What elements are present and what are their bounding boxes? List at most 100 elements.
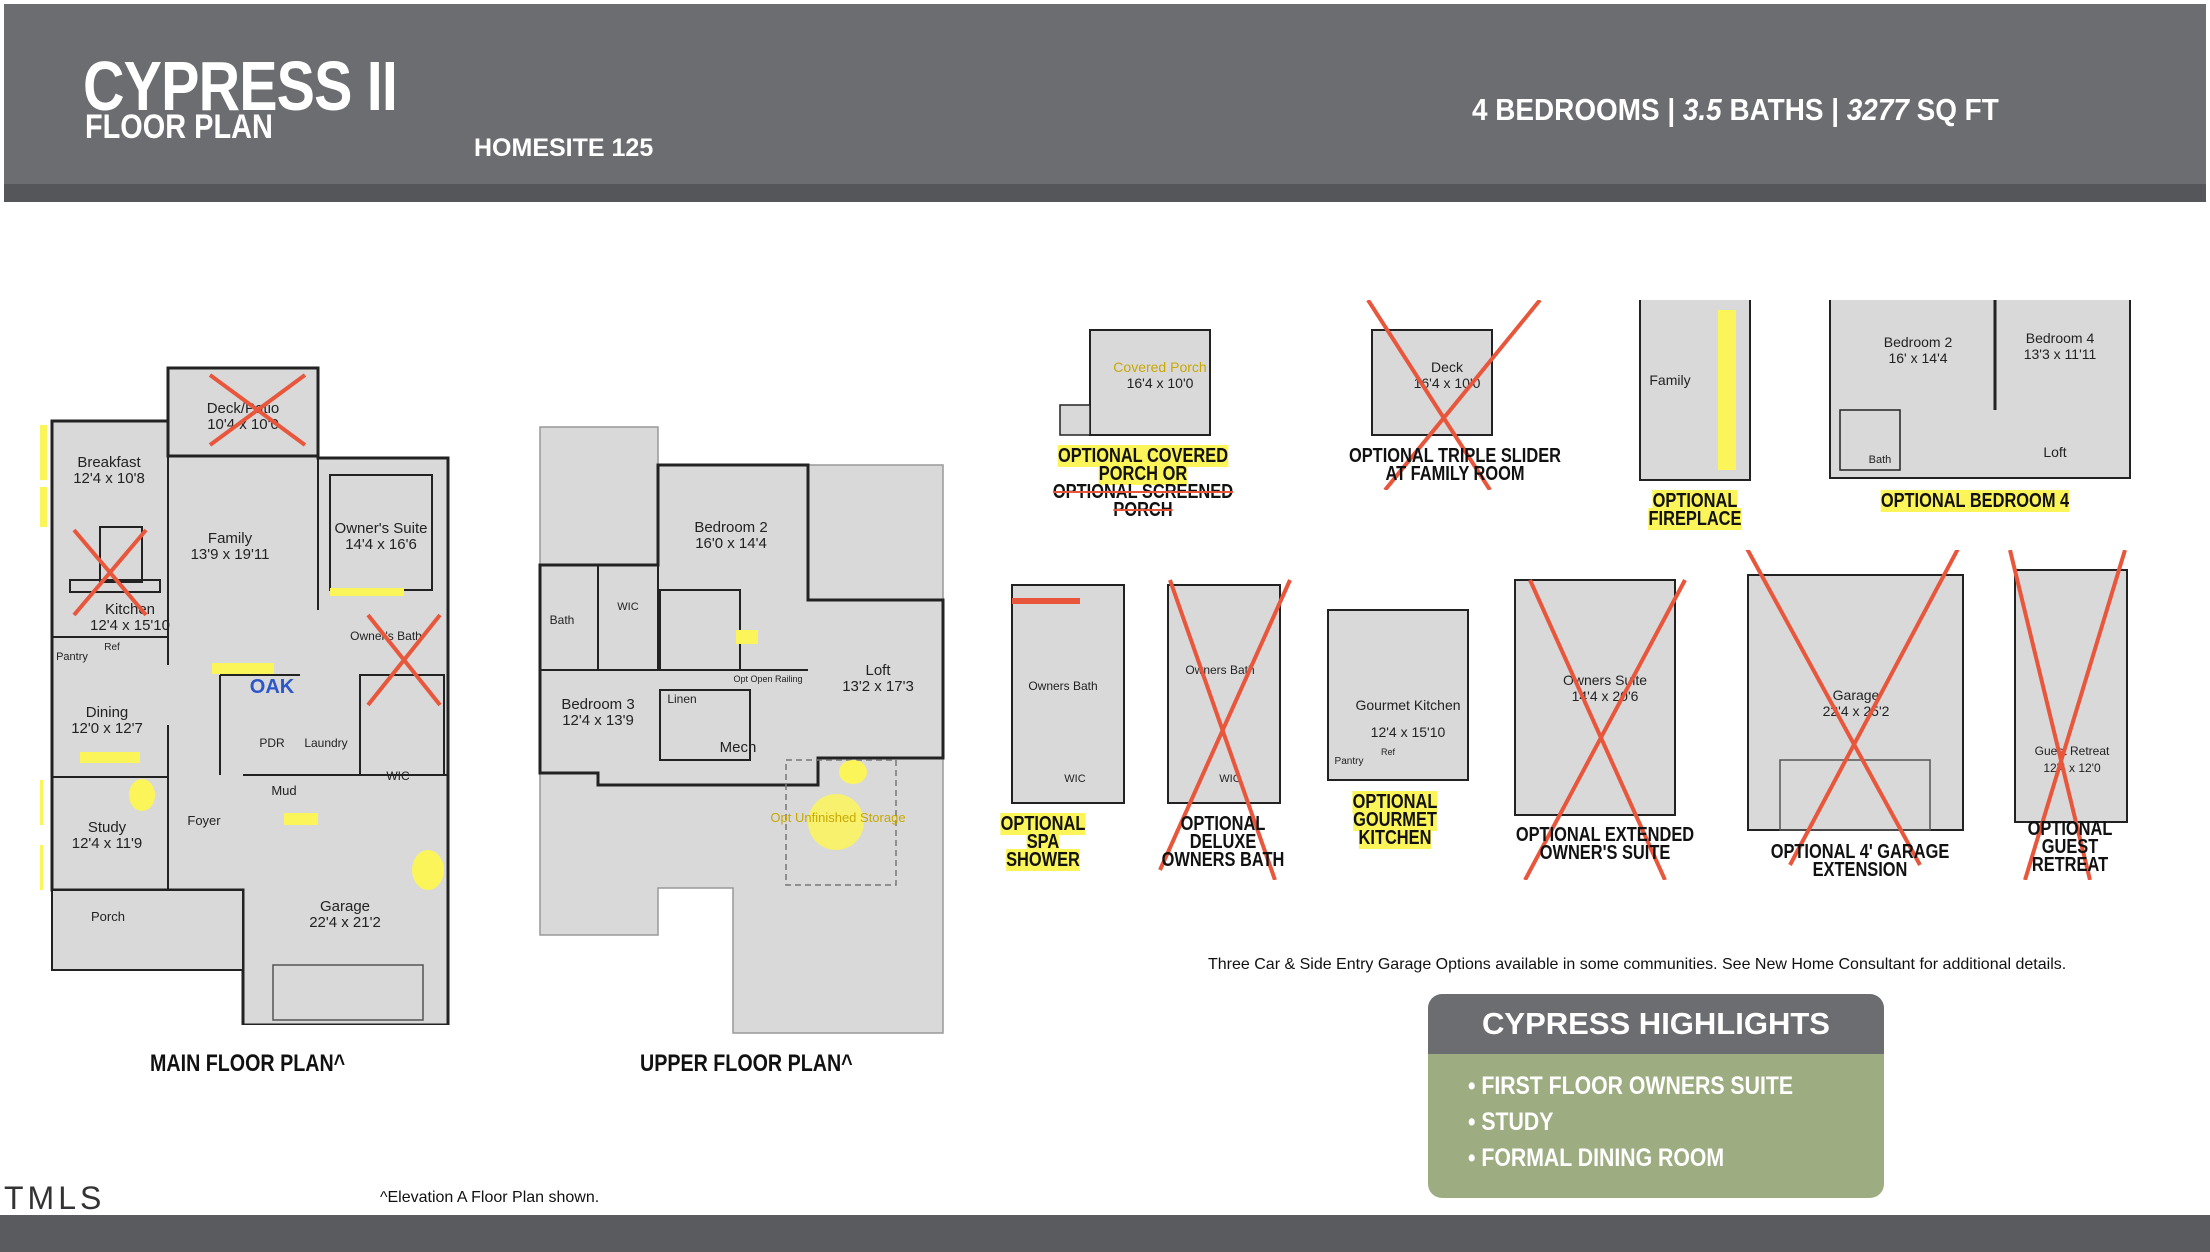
room-bedroom2-dim: 16'0 x 14'4	[695, 535, 767, 552]
room-bath: Bath	[550, 613, 575, 627]
garage-options-note: Three Car & Side Entry Garage Options av…	[1208, 956, 2067, 973]
tmls-watermark: TMLS	[4, 1180, 106, 1216]
guest-retreat-line1: OPTIONAL	[2027, 818, 2113, 840]
option-bedroom4-bath: Bath	[1869, 454, 1892, 466]
room-dining: Dining	[86, 704, 129, 721]
room-family-dim: 13'9 x 19'11	[191, 546, 270, 563]
main-floor-plan: Deck/Patio 10'4 x 10'0 Breakfast 12'4 x …	[40, 366, 450, 1025]
gourmet-kitchen-line1: OPTIONAL	[1352, 791, 1438, 813]
options-row-1: Covered Porch 16'4 x 10'0 Deck 16'4 x 10…	[1059, 300, 2131, 490]
room-pdr: PDR	[259, 736, 285, 750]
specs-bedrooms: 4 BEDROOMS |	[1472, 92, 1683, 127]
footer-band	[0, 1215, 2210, 1252]
highlight-item: • FORMAL DINING ROOM	[1468, 1144, 1725, 1172]
room-study-dim: 12'4 x 11'9	[72, 835, 143, 852]
extended-suite-line2: OWNER'S SUITE	[1539, 842, 1671, 864]
main-floor-plan-label: MAIN FLOOR PLAN^	[150, 1050, 346, 1077]
garage-extension-line1: OPTIONAL 4' GARAGE	[1770, 841, 1950, 863]
specs-baths-label: BATHS |	[1721, 92, 1847, 127]
highlights-list: • FIRST FLOOR OWNERS SUITE • STUDY • FOR…	[1428, 1054, 1884, 1198]
gourmet-kitchen-room: Gourmet Kitchen	[1355, 697, 1460, 713]
highlight-item: • FIRST FLOOR OWNERS SUITE	[1468, 1072, 1794, 1100]
homesite-label: HOMESITE 125	[474, 134, 654, 162]
deluxe-bath-line1: OPTIONAL	[1180, 813, 1266, 835]
header-band	[4, 184, 2206, 202]
guest-retreat-line2: GUEST RETREAT	[2031, 836, 2109, 876]
room-owners-suite: Owner's Suite	[335, 520, 428, 537]
page-subtitle: FLOOR PLAN	[85, 108, 273, 146]
guest-retreat-room: Guest Retreat	[2035, 744, 2110, 758]
spa-shower-wic: WIC	[1064, 773, 1085, 785]
specs-baths: 3.5	[1682, 92, 1722, 127]
room-kitchen: Kitchen	[105, 601, 155, 618]
opt-open-railing: Opt Open Railing	[733, 674, 802, 684]
upper-floor-plan: Bedroom 2 16'0 x 14'4 Bath WIC Bedroom 3…	[538, 426, 945, 1034]
guest-retreat-dim: 12'4 x 12'0	[2043, 761, 2101, 775]
room-bedroom3-dim: 12'4 x 13'9	[562, 712, 634, 729]
gourmet-kitchen-dim: 12'4 x 15'10	[1371, 724, 1446, 740]
bedroom4-line1: OPTIONAL BEDROOM 4	[1880, 490, 2070, 512]
room-dining-dim: 12'0 x 12'7	[71, 720, 143, 737]
elevation-note: ^Elevation A Floor Plan shown.	[380, 1189, 600, 1206]
highlight-item: • STUDY	[1468, 1108, 1554, 1136]
highlight-item-text: STUDY	[1481, 1108, 1554, 1136]
room-loft-dim: 13'2 x 17'3	[842, 678, 914, 695]
room-bedroom3: Bedroom 3	[561, 696, 634, 713]
options-row-2: Owners Bath WIC Owners Bath WIC Gourmet …	[1011, 550, 2128, 880]
room-mech: Mech	[720, 739, 757, 756]
triple-slider-line1: OPTIONAL TRIPLE SLIDER	[1348, 445, 1561, 467]
upper-floor-plan-label: UPPER FLOOR PLAN^	[640, 1050, 853, 1077]
option-bedroom4-label: OPTIONAL BEDROOM 4	[1873, 490, 2078, 512]
highlight-item-text: FIRST FLOOR OWNERS SUITE	[1481, 1072, 1794, 1100]
spa-shower-room: Owners Bath	[1028, 679, 1097, 693]
option-bedroom4-room: Bedroom 4	[2026, 330, 2095, 346]
room-mud: Mud	[271, 783, 296, 798]
highlight-item-text: FORMAL DINING ROOM	[1481, 1144, 1725, 1172]
page-title: CYPRESS II	[83, 47, 398, 125]
room-bedroom2: Bedroom 2	[694, 519, 767, 536]
room-wic: WIC	[386, 769, 410, 783]
highlights-box: CYPRESS HIGHLIGHTS • FIRST FLOOR OWNERS …	[1428, 994, 1884, 1198]
covered-porch-line2: OPTIONAL SCREENED PORCH	[1052, 481, 1234, 521]
specs-sqft-label: SQ FT	[1908, 92, 1999, 127]
room-porch: Porch	[91, 909, 125, 924]
covered-porch-dim: 16'4 x 10'0	[1127, 375, 1194, 391]
fireplace-line1: OPTIONAL	[1652, 490, 1738, 512]
room-family: Family	[208, 530, 253, 547]
deluxe-bath-room: Owners Bath	[1185, 663, 1254, 677]
fireplace-room: Family	[1649, 372, 1690, 388]
extended-suite-line1: OPTIONAL EXTENDED	[1515, 824, 1695, 846]
garage-extension-line2: EXTENSION	[1812, 859, 1908, 881]
option-bedroom2-room: Bedroom 2	[1884, 334, 1953, 350]
room-garage-dim: 22'4 x 21'2	[309, 914, 381, 931]
garage-extension-room: Garage	[1833, 687, 1880, 703]
room-deck-patio-dim: 10'4 x 10'0	[207, 416, 279, 433]
triple-slider-dim: 16'4 x 10'0	[1414, 375, 1481, 391]
extended-suite-room: Owners Suite	[1563, 672, 1647, 688]
home-specs: 4 BEDROOMS | 3.5 BATHS | 3277 SQ FT	[1472, 92, 1999, 128]
spa-shower-line2: SPA SHOWER	[1006, 831, 1080, 871]
oak-mark: OAK	[250, 676, 295, 698]
triple-slider-room: Deck	[1431, 359, 1464, 375]
room-owners-suite-dim: 14'4 x 16'6	[345, 536, 417, 553]
room-breakfast-dim: 12'4 x 10'8	[73, 470, 145, 487]
option-bedroom4-dim: 13'3 x 11'11	[2024, 346, 2097, 362]
room-laundry: Laundry	[304, 736, 347, 750]
covered-porch-room: Covered Porch	[1113, 359, 1206, 375]
opt-unfinished-storage: Opt Unfinished Storage	[770, 810, 905, 825]
room-linen: Linen	[667, 692, 696, 706]
gourmet-kitchen-line2: GOURMET KITCHEN	[1353, 809, 1437, 849]
deluxe-bath-wic: WIC	[1219, 773, 1240, 785]
room-garage: Garage	[320, 898, 370, 915]
room-ref: Ref	[104, 642, 120, 653]
room-foyer: Foyer	[187, 813, 221, 828]
option-bedroom2-dim: 16' x 14'4	[1888, 350, 1947, 366]
room-study: Study	[88, 819, 127, 836]
